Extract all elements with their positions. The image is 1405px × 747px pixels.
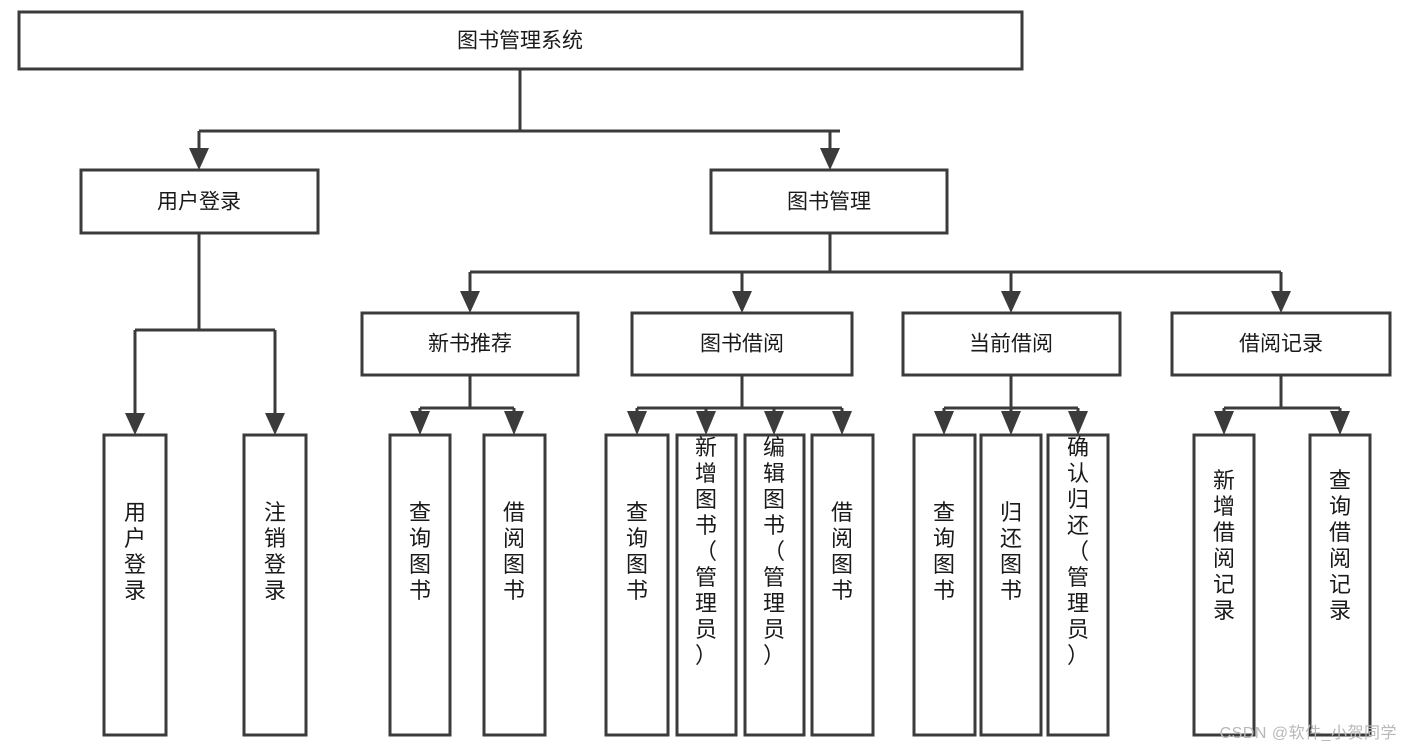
arrow-user-login-l2-icon bbox=[265, 413, 285, 435]
arrow-root-to-book-manage-icon bbox=[820, 148, 840, 170]
node-leaf-rec-query-book[interactable]: 查询图书 bbox=[388, 433, 452, 737]
node-user-login-box[interactable] bbox=[79, 168, 320, 235]
node-new-book-rec-label: 新书推荐 bbox=[428, 333, 512, 356]
node-leaf-cur-query-book-label: 查询图书 bbox=[933, 500, 955, 603]
node-leaf-borrow-query-book-label: 查询图书 bbox=[626, 500, 648, 603]
node-leaf-borrow-edit-book-box[interactable] bbox=[743, 433, 806, 737]
node-leaf-borrow-borrow-book[interactable]: 借阅图书 bbox=[810, 433, 875, 737]
node-leaf-borrow-add-book-label: 新增图书（管理员） bbox=[695, 435, 717, 668]
node-root[interactable]: 图书管理系统 bbox=[17, 10, 1024, 71]
node-leaf-user-logout[interactable]: 注销登录 bbox=[242, 433, 308, 737]
node-book-borrow-box[interactable] bbox=[630, 311, 854, 377]
node-leaf-cur-query-book[interactable]: 查询图书 bbox=[912, 433, 977, 737]
arrow-br-l1-icon bbox=[1214, 411, 1234, 435]
node-leaf-rec-borrow-book[interactable]: 借阅图书 bbox=[482, 433, 547, 737]
node-user-login-label: 用户登录 bbox=[157, 191, 241, 214]
arrow-bm-to-current-borrow-icon bbox=[1001, 291, 1021, 313]
node-leaf-rec-query-record-label: 查询借阅记录 bbox=[1329, 468, 1351, 623]
node-leaf-rec-query-record[interactable]: 查询借阅记录 bbox=[1308, 433, 1372, 737]
connector-group-book-borrow bbox=[627, 375, 852, 435]
node-leaf-user-login-box[interactable] bbox=[102, 433, 168, 737]
node-borrow-record-box[interactable] bbox=[1170, 311, 1392, 377]
node-leaf-borrow-add-book-box[interactable] bbox=[675, 433, 738, 737]
node-leaf-borrow-query-book-box[interactable] bbox=[604, 433, 670, 737]
node-book-manage-label: 图书管理 bbox=[787, 191, 871, 214]
node-leaf-cur-confirm-return-label: 确认归还（管理员） bbox=[1067, 435, 1089, 668]
arrow-nbr-l2-icon bbox=[504, 411, 524, 435]
node-book-borrow-label: 图书借阅 bbox=[700, 333, 784, 356]
arrow-br-l2-icon bbox=[1330, 411, 1350, 435]
node-leaf-rec-add-record-label: 新增借阅记录 bbox=[1213, 468, 1235, 623]
node-leaf-rec-add-record-box[interactable] bbox=[1192, 433, 1256, 737]
connector-group-root bbox=[189, 69, 840, 170]
node-leaf-rec-add-record[interactable]: 新增借阅记录 bbox=[1192, 433, 1256, 737]
connector-group-borrow-record bbox=[1214, 375, 1350, 435]
arrow-cb-l2-icon bbox=[1001, 411, 1021, 435]
node-leaf-borrow-borrow-book-box[interactable] bbox=[810, 433, 875, 737]
node-leaf-rec-borrow-book-label: 借阅图书 bbox=[503, 500, 525, 603]
node-leaf-user-logout-box[interactable] bbox=[242, 433, 308, 737]
node-leaf-borrow-borrow-book-label: 借阅图书 bbox=[831, 500, 853, 603]
arrow-nbr-l1-icon bbox=[410, 411, 430, 435]
node-current-borrow-box[interactable] bbox=[901, 311, 1122, 377]
connector-group-current-borrow bbox=[934, 375, 1088, 435]
node-leaf-cur-confirm-return-box[interactable] bbox=[1046, 433, 1110, 737]
node-current-borrow[interactable]: 当前借阅 bbox=[901, 311, 1122, 377]
node-book-borrow[interactable]: 图书借阅 bbox=[630, 311, 854, 377]
node-leaf-borrow-query-book[interactable]: 查询图书 bbox=[604, 433, 670, 737]
node-leaf-cur-return-book[interactable]: 归还图书 bbox=[979, 433, 1043, 737]
node-leaf-borrow-add-book[interactable]: 新增图书（管理员） bbox=[675, 433, 738, 737]
arrow-bb-l4-icon bbox=[832, 411, 852, 435]
node-user-login[interactable]: 用户登录 bbox=[79, 168, 320, 235]
node-leaf-rec-query-book-box[interactable] bbox=[388, 433, 452, 737]
node-book-manage[interactable]: 图书管理 bbox=[709, 168, 949, 235]
node-root-box[interactable] bbox=[17, 10, 1024, 71]
arrow-bm-to-borrow-record-icon bbox=[1271, 291, 1291, 313]
node-leaf-rec-query-book-label: 查询图书 bbox=[409, 500, 431, 603]
node-leaf-rec-query-record-box[interactable] bbox=[1308, 433, 1372, 737]
node-leaf-cur-return-book-label: 归还图书 bbox=[1000, 500, 1022, 603]
arrow-bm-to-book-borrow-icon bbox=[732, 291, 752, 313]
node-new-book-rec-box[interactable] bbox=[360, 311, 580, 377]
node-leaf-cur-return-book-box[interactable] bbox=[979, 433, 1043, 737]
node-leaf-user-login-label: 用户登录 bbox=[124, 500, 146, 603]
node-leaf-borrow-edit-book-label: 编辑图书（管理员） bbox=[763, 435, 785, 668]
arrow-bb-l2-icon bbox=[696, 411, 716, 435]
arrow-cb-l1-icon bbox=[934, 411, 954, 435]
node-leaf-cur-query-book-box[interactable] bbox=[912, 433, 977, 737]
node-new-book-rec[interactable]: 新书推荐 bbox=[360, 311, 580, 377]
connector-group-user-login bbox=[125, 233, 285, 435]
node-leaf-user-logout-label: 注销登录 bbox=[264, 500, 286, 603]
node-leaf-rec-borrow-book-box[interactable] bbox=[482, 433, 547, 737]
connector-group-new-book-rec bbox=[410, 375, 524, 435]
node-borrow-record[interactable]: 借阅记录 bbox=[1170, 311, 1392, 377]
node-leaf-cur-confirm-return[interactable]: 确认归还（管理员） bbox=[1046, 433, 1110, 737]
node-leaf-user-login[interactable]: 用户登录 bbox=[102, 433, 168, 737]
arrow-bb-l3-icon bbox=[764, 411, 784, 435]
arrow-root-to-user-login-icon bbox=[189, 148, 209, 170]
arrow-bb-l1-icon bbox=[627, 411, 647, 435]
node-book-manage-box[interactable] bbox=[709, 168, 949, 235]
connector-group-book-manage bbox=[460, 233, 1291, 313]
node-borrow-record-label: 借阅记录 bbox=[1239, 333, 1323, 356]
node-leaf-borrow-edit-book[interactable]: 编辑图书（管理员） bbox=[743, 433, 806, 737]
node-root-label: 图书管理系统 bbox=[457, 30, 583, 53]
node-current-borrow-label: 当前借阅 bbox=[969, 333, 1053, 356]
arrow-bm-to-new-book-rec-icon bbox=[460, 291, 480, 313]
arrow-user-login-l1-icon bbox=[125, 413, 145, 435]
arrow-cb-l3-icon bbox=[1068, 411, 1088, 435]
